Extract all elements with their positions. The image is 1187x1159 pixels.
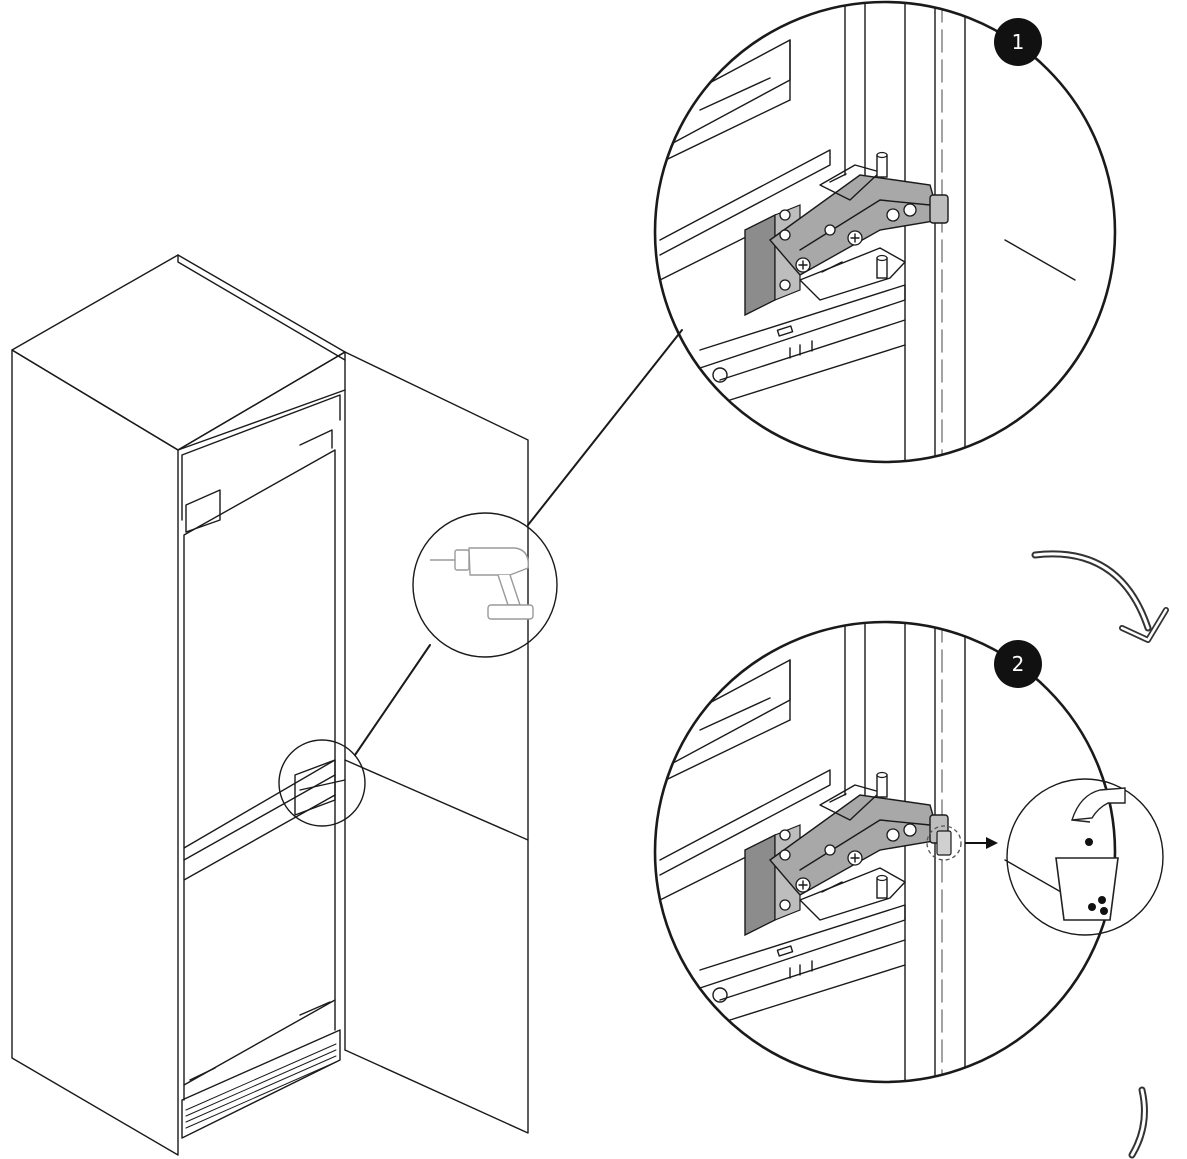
hand-drop-into-bin-icon [1055,787,1126,921]
cabinet-with-fridge [11,254,529,1156]
discard-circle [1006,778,1164,936]
step-1-badge [994,18,1042,66]
detail-step-2: 2 [653,620,1117,1084]
curved-arrow-icon [1031,550,1169,643]
step-2-badge [994,640,1042,688]
step-1-number: 1 [1012,30,1025,54]
detail-step-1: 1 [653,0,1117,464]
step-2-number: 2 [1012,652,1025,676]
curved-arrow-icon [1128,1086,1148,1159]
drill-icon [430,547,534,620]
drill-tool-circle [412,329,683,658]
hinge-zoom-marker [278,644,431,827]
